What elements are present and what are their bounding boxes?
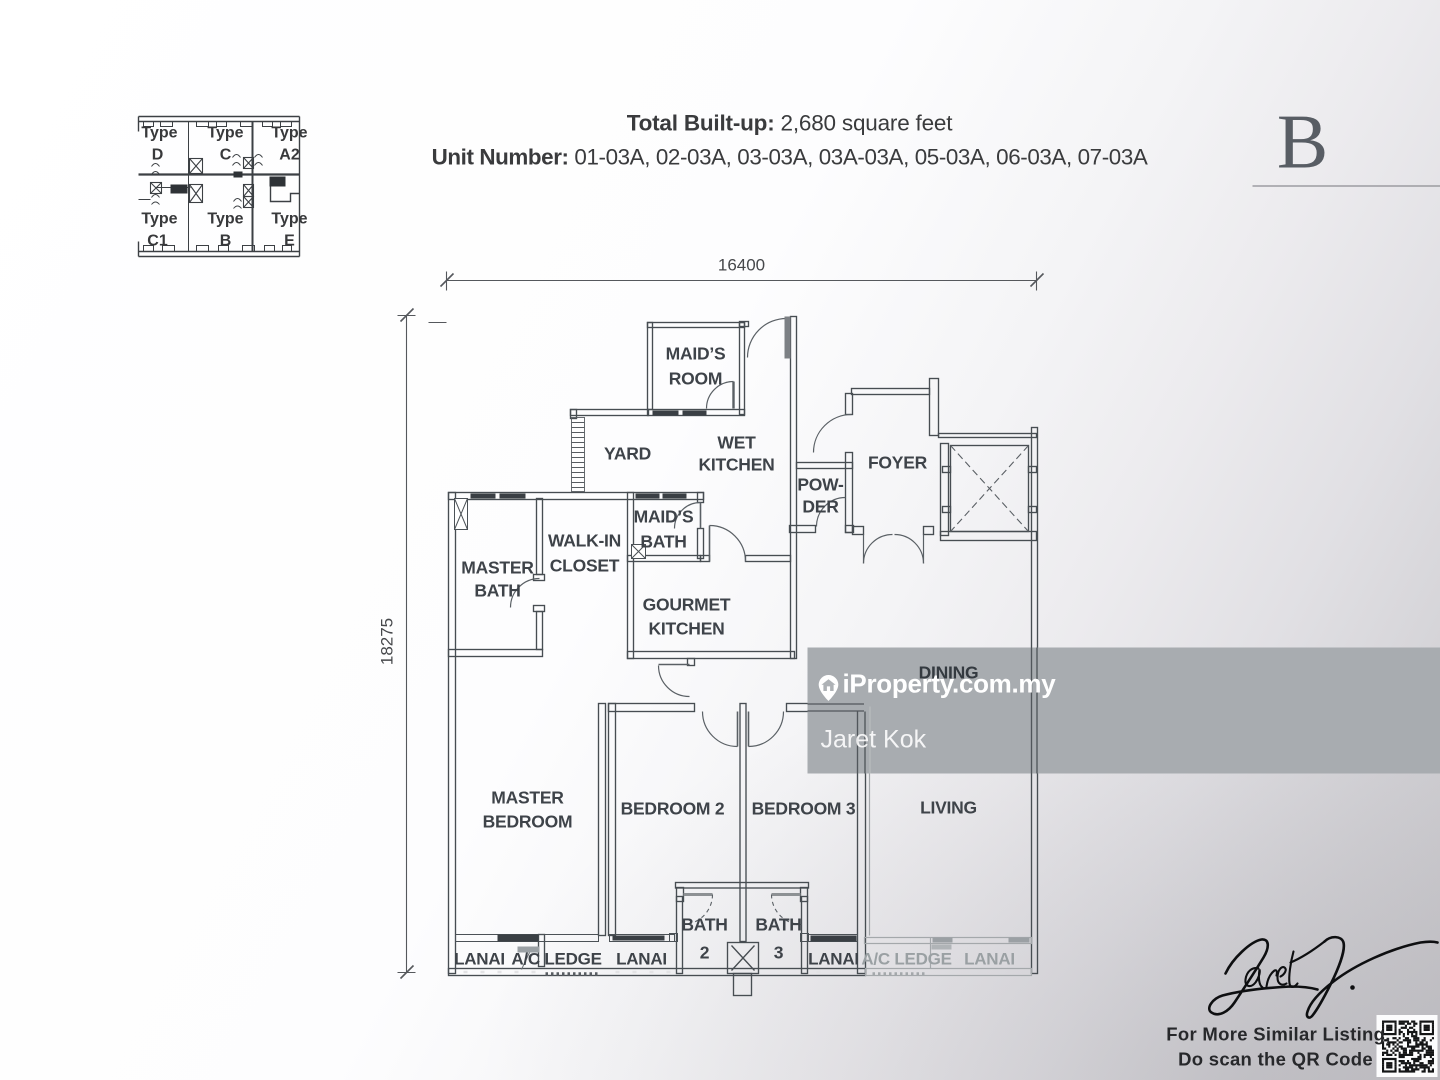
svg-text:CLOSET: CLOSET bbox=[550, 556, 620, 576]
svg-text:Total Built-up: 2,680 square f: Total Built-up: 2,680 square feet bbox=[627, 111, 954, 136]
svg-text:C: C bbox=[220, 147, 232, 164]
svg-text:BATH: BATH bbox=[755, 915, 801, 935]
svg-text:B: B bbox=[1277, 99, 1328, 185]
svg-text:MASTER: MASTER bbox=[461, 558, 534, 578]
svg-text:LANAI: LANAI bbox=[808, 950, 859, 969]
svg-text:DINING: DINING bbox=[919, 663, 979, 683]
svg-text:B: B bbox=[220, 233, 232, 250]
svg-text:Do scan the QR Code: Do scan the QR Code bbox=[1178, 1049, 1373, 1070]
svg-text:iProperty.com.my: iProperty.com.my bbox=[843, 669, 1057, 699]
svg-text:Type: Type bbox=[141, 125, 177, 142]
svg-text:For More Similar Listing,: For More Similar Listing, bbox=[1166, 1024, 1390, 1045]
svg-text:3: 3 bbox=[774, 943, 784, 963]
svg-text:LANAI: LANAI bbox=[964, 950, 1015, 969]
svg-text:MASTER: MASTER bbox=[491, 788, 564, 808]
svg-text:YARD: YARD bbox=[604, 444, 651, 464]
svg-text:D: D bbox=[152, 147, 164, 164]
svg-text:LIVING: LIVING bbox=[920, 798, 977, 818]
svg-text:POW-: POW- bbox=[797, 475, 844, 495]
svg-text:BATH: BATH bbox=[640, 532, 686, 552]
svg-text:C1: C1 bbox=[147, 233, 168, 250]
svg-text:MAID’S: MAID’S bbox=[666, 344, 726, 364]
svg-text:ROOM: ROOM bbox=[669, 369, 722, 389]
svg-text:KITCHEN: KITCHEN bbox=[648, 619, 724, 639]
svg-text:2: 2 bbox=[700, 943, 710, 963]
svg-text:Type: Type bbox=[207, 125, 243, 142]
svg-text:GOURMET: GOURMET bbox=[643, 595, 731, 615]
svg-text:DER: DER bbox=[802, 497, 839, 517]
svg-text:Unit Number: 01-03A, 02-03A, 0: Unit Number: 01-03A, 02-03A, 03-03A, 03A… bbox=[432, 145, 1148, 170]
svg-text:E: E bbox=[284, 233, 295, 250]
svg-text:WALK-IN: WALK-IN bbox=[548, 531, 621, 551]
svg-text:WET: WET bbox=[717, 433, 756, 453]
svg-text:Type: Type bbox=[271, 211, 307, 228]
svg-text:BATH: BATH bbox=[681, 915, 727, 935]
svg-text:FOYER: FOYER bbox=[868, 453, 928, 473]
svg-text:16400: 16400 bbox=[718, 256, 765, 275]
svg-text:Type: Type bbox=[207, 211, 243, 228]
svg-text:A/C LEDGE: A/C LEDGE bbox=[511, 950, 601, 969]
svg-text:A2: A2 bbox=[279, 147, 300, 164]
svg-text:A/C LEDGE: A/C LEDGE bbox=[861, 950, 951, 969]
svg-text:Type: Type bbox=[271, 125, 307, 142]
svg-text:BEDROOM 2: BEDROOM 2 bbox=[621, 799, 725, 819]
svg-text:LANAI: LANAI bbox=[616, 950, 667, 969]
svg-text:LANAI: LANAI bbox=[454, 950, 505, 969]
svg-text:Jaret Kok: Jaret Kok bbox=[821, 726, 927, 754]
svg-text:KITCHEN: KITCHEN bbox=[698, 455, 774, 475]
svg-text:Type: Type bbox=[141, 211, 177, 228]
svg-text:BATH: BATH bbox=[474, 581, 520, 601]
svg-text:BEDROOM: BEDROOM bbox=[483, 812, 573, 832]
svg-text:BEDROOM 3: BEDROOM 3 bbox=[752, 799, 856, 819]
svg-text:18275: 18275 bbox=[378, 618, 397, 665]
svg-text:MAID’S: MAID’S bbox=[634, 507, 694, 527]
